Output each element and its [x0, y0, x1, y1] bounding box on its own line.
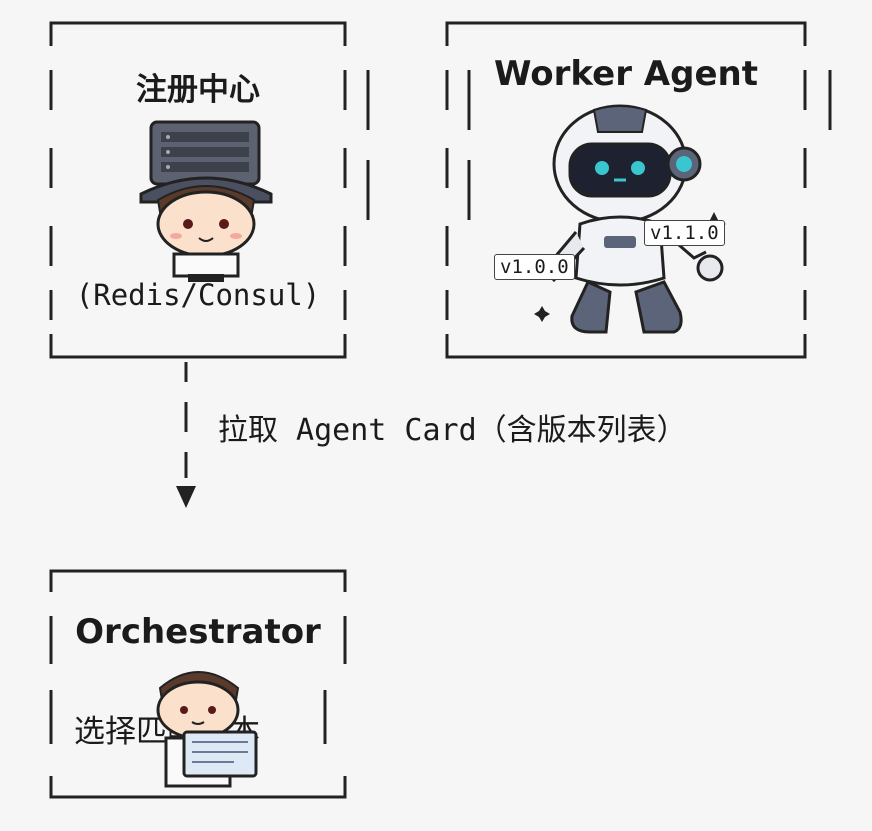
registry-frame	[49, 21, 370, 359]
worker-title: Worker Agent	[494, 54, 758, 94]
worker-frame	[445, 21, 832, 359]
orchestrator-character-icon	[156, 671, 258, 788]
registry-title: 注册中心	[136, 72, 260, 108]
registry-node: 注册中心 (Redis/Consul)	[48, 20, 370, 360]
worker-agent-node: Worker Agent v1.1.0 v1.0.0	[444, 20, 832, 360]
orchestrator-node: Orchestrator 选择匹配版本	[48, 568, 348, 800]
arrow-head-icon	[176, 486, 196, 508]
orchestrator-title: Orchestrator	[75, 612, 321, 652]
pull-arrow	[176, 362, 196, 508]
registry-subtitle: (Redis/Consul)	[75, 278, 321, 312]
version-tag-v1-1-0: v1.1.0	[644, 220, 725, 246]
orchestrator-frame	[49, 569, 347, 799]
edge-label: 拉取 Agent Card（含版本列表）	[218, 413, 687, 448]
version-tag-v1-0-0: v1.0.0	[494, 254, 575, 280]
registry-character-icon	[139, 120, 273, 282]
